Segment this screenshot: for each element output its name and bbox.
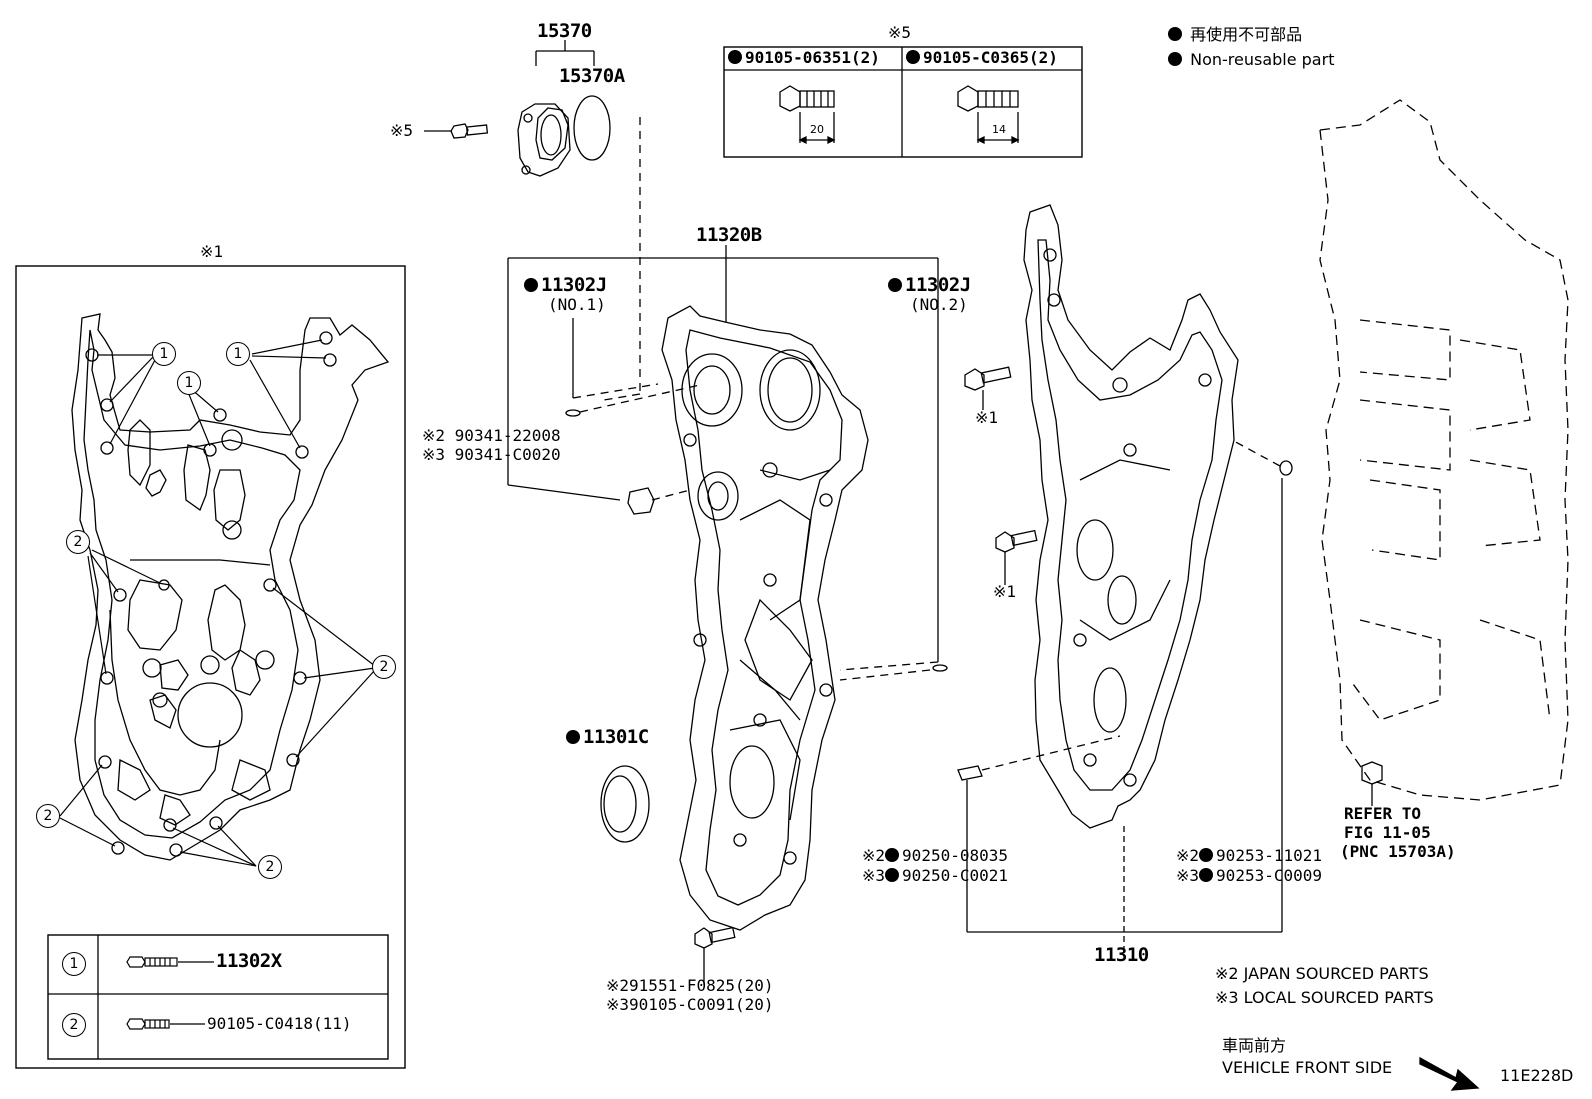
engine-block xyxy=(1319,99,1569,801)
gasket-inset xyxy=(15,265,406,1069)
non-reusable-dot-icon xyxy=(885,848,900,862)
inset-row1-num: 1 xyxy=(62,952,86,976)
cover-11320b xyxy=(507,245,948,985)
note-1-bolt-b: ※1 xyxy=(993,582,1017,601)
non-reusable-dot-icon xyxy=(885,868,900,882)
plug-part-japan: ※2 90341-22008 xyxy=(422,426,561,445)
label-no1: (NO.1) xyxy=(548,295,606,314)
callout-1: 1 xyxy=(177,371,201,395)
note-5-table: ※5 xyxy=(888,23,912,42)
front-label-en: VEHICLE FRONT SIDE xyxy=(1222,1058,1393,1077)
dim-14: 14 xyxy=(992,123,1006,136)
note-5-bolt: ※5 xyxy=(390,121,414,140)
part-15370a: 15370A xyxy=(559,65,625,87)
part-11310: 11310 xyxy=(1094,944,1149,966)
non-reusable-dot-icon xyxy=(1168,52,1182,66)
callout-2: 2 xyxy=(66,530,90,554)
refer-line-1: REFER TO xyxy=(1344,804,1422,823)
non-reusable-dot-icon xyxy=(524,278,538,292)
part-11302j-no1: 11302J xyxy=(524,276,607,295)
refer-line-3: (PNC 15703A) xyxy=(1340,842,1456,861)
refer-line-2: FIG 11-05 xyxy=(1344,823,1431,842)
legend-en: Non-reusable part xyxy=(1168,52,1334,68)
front-arrow-icon xyxy=(1419,1056,1480,1091)
figure-id: 11E228D xyxy=(1500,1066,1574,1085)
callout-2: 2 xyxy=(258,855,282,879)
callout-2: 2 xyxy=(36,804,60,828)
non-reusable-dot-icon xyxy=(1199,868,1214,882)
inset-row1-part: 11302X xyxy=(216,950,282,972)
non-reusable-dot-icon xyxy=(728,50,742,64)
label-no2: (NO.2) xyxy=(910,295,968,314)
bolt-part-japan: ※291551-F0825(20) xyxy=(606,976,774,995)
non-reusable-dot-icon xyxy=(566,730,580,744)
non-reusable-dot-icon xyxy=(1199,848,1214,862)
part-15370: 15370 xyxy=(537,20,592,42)
seal-15370 xyxy=(424,40,641,401)
cover-11310 xyxy=(957,204,1293,948)
table5-left-header: 90105-06351(2) xyxy=(728,50,880,66)
table5-right-header: 90105-C0365(2) xyxy=(906,50,1058,66)
bolt-table-5 xyxy=(723,46,1083,158)
inset-row2-part: 90105-C0418(11) xyxy=(207,1014,352,1033)
inset-row2-num: 2 xyxy=(62,1013,86,1037)
legend-jp: 再使用不可部品 xyxy=(1168,27,1302,43)
front-label-jp: 車両前方 xyxy=(1222,1036,1287,1055)
callout-2: 2 xyxy=(372,655,396,679)
callout-1: 1 xyxy=(226,342,250,366)
part-11301c: 11301C xyxy=(566,728,649,747)
part-11302j-no2: 11302J xyxy=(888,276,971,295)
dim-20: 20 xyxy=(810,123,824,136)
legend-local-sourced: ※3 LOCAL SOURCED PARTS xyxy=(1215,988,1434,1007)
legend-japan-sourced: ※2 JAPAN SOURCED PARTS xyxy=(1215,964,1429,983)
plug-part-local: ※3 90341-C0020 xyxy=(422,445,561,464)
callout-1: 1 xyxy=(152,342,176,366)
note-1-inset: ※1 xyxy=(200,242,224,261)
non-reusable-dot-icon xyxy=(1168,27,1182,41)
non-reusable-dot-icon xyxy=(906,50,920,64)
part-11320b: 11320B xyxy=(696,224,762,246)
bolt-part-local: ※390105-C0091(20) xyxy=(606,995,774,1014)
note-1-bolt-a: ※1 xyxy=(975,408,999,427)
non-reusable-dot-icon xyxy=(888,278,902,292)
engine-plug xyxy=(1361,761,1383,806)
